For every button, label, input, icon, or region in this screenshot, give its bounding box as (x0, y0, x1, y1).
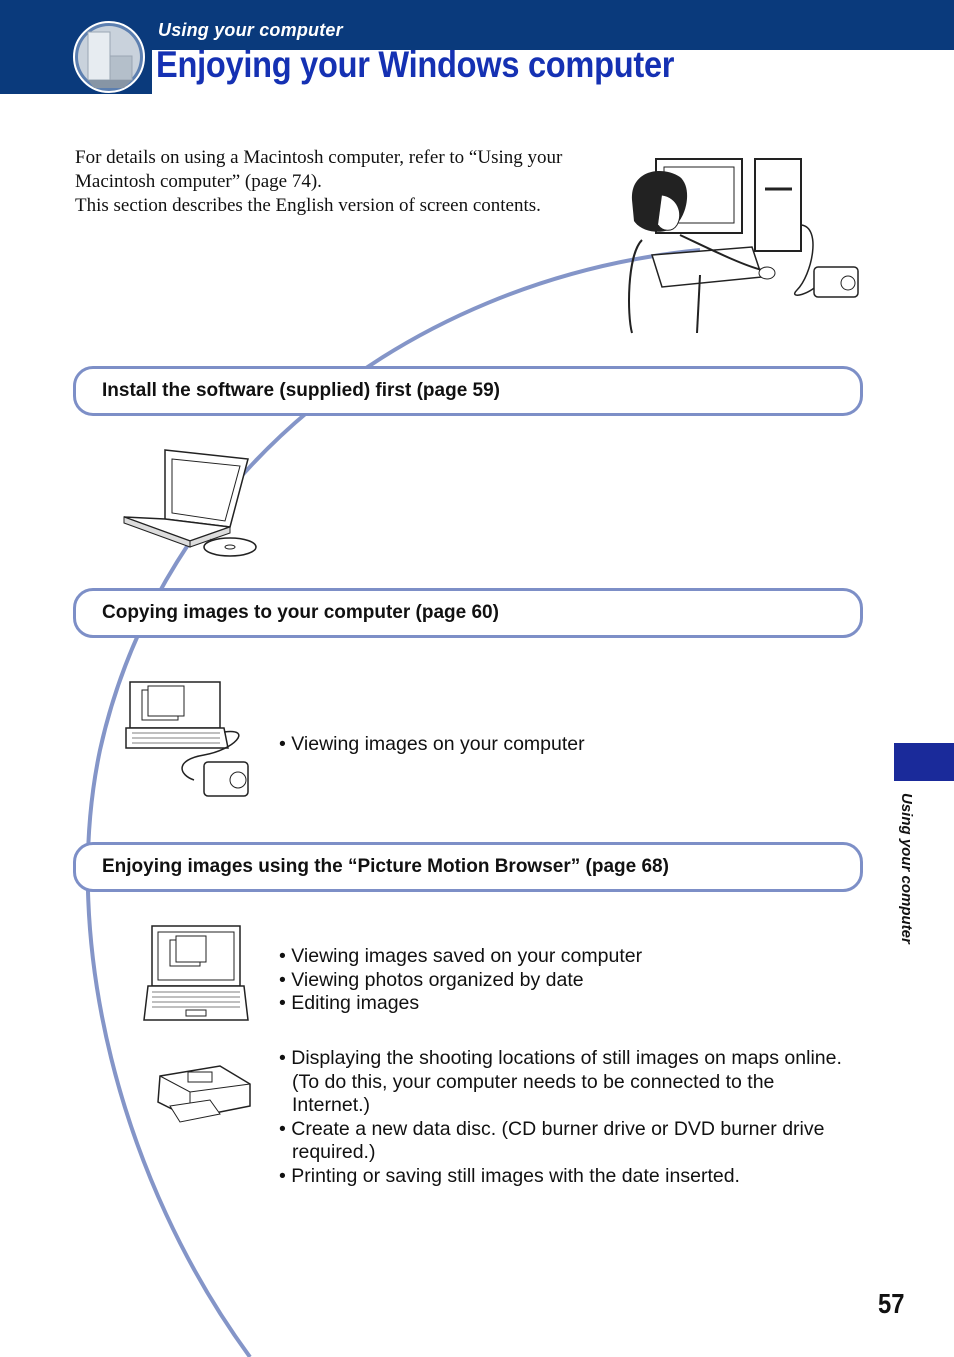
page-title: Enjoying your Windows computer (156, 44, 675, 85)
intro-line: This section describes the English versi… (75, 195, 541, 216)
side-tab-text: Using your computer (898, 793, 915, 944)
pmb-bullets: Viewing images saved on your computer Vi… (279, 945, 642, 1016)
person-at-desktop-illustration (628, 158, 859, 334)
bullet-item: Displaying the shooting locations of sti… (279, 1047, 854, 1118)
header-band (0, 0, 954, 50)
laptop-illustration (143, 925, 249, 1021)
page-number: 57 (878, 1288, 905, 1319)
bullet-item: Viewing images saved on your computer (279, 945, 642, 969)
step-copy-box: Copying images to your computer (page 60… (73, 588, 863, 638)
header-badge-icon (73, 21, 145, 93)
step-copy-label: Copying images to your computer (page 60… (102, 602, 499, 623)
copy-bullets: Viewing images on your computer (279, 733, 584, 757)
step-install-box: Install the software (supplied) first (p… (73, 366, 863, 416)
intro-text: For details on using a Macintosh compute… (75, 146, 615, 218)
bullet-item: Viewing images on your computer (279, 733, 584, 757)
printer-illustration (157, 1065, 251, 1123)
step-pmb-box: Enjoying images using the “Picture Motio… (73, 842, 863, 892)
intro-line: For details on using a Macintosh compute… (75, 147, 563, 192)
bullet-item: Create a new data disc. (CD burner drive… (279, 1118, 854, 1165)
bullet-item: Editing images (279, 992, 642, 1016)
section-label: Using your computer (158, 20, 343, 40)
side-tab-label: Using your computer (891, 793, 921, 973)
side-tab-marker (894, 743, 954, 781)
bullet-item: Viewing photos organized by date (279, 969, 642, 993)
laptop-with-cd-illustration (123, 449, 257, 557)
printer-bullets: Displaying the shooting locations of sti… (279, 1047, 854, 1188)
step-install-label: Install the software (supplied) first (p… (102, 380, 501, 401)
bullet-item: Printing or saving still images with the… (279, 1165, 854, 1189)
laptop-camera-illustration (125, 681, 249, 797)
step-pmb-label: Enjoying images using the “Picture Motio… (102, 856, 669, 877)
